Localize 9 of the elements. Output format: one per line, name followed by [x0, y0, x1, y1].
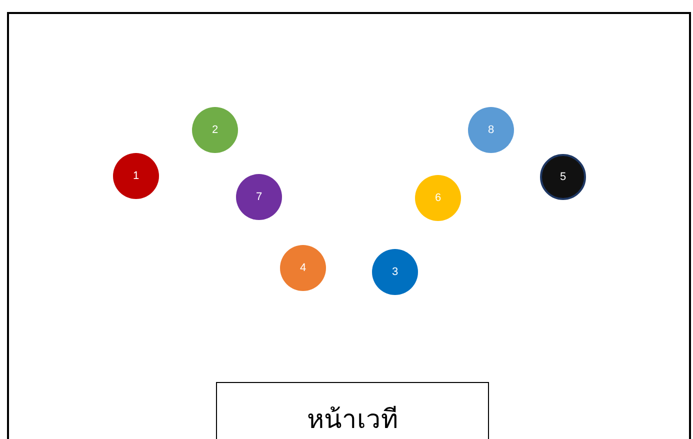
seat-number: 6 — [434, 192, 442, 204]
seat-number: 8 — [488, 124, 494, 136]
seat-number: 4 — [300, 262, 306, 274]
seat-number: 3 — [392, 266, 398, 278]
seat-number: 1 — [132, 170, 140, 182]
seat-number: 2 — [212, 124, 218, 136]
seat-number: 5 — [560, 172, 566, 182]
seat-number: 7 — [256, 192, 262, 202]
stage-box — [216, 382, 489, 439]
